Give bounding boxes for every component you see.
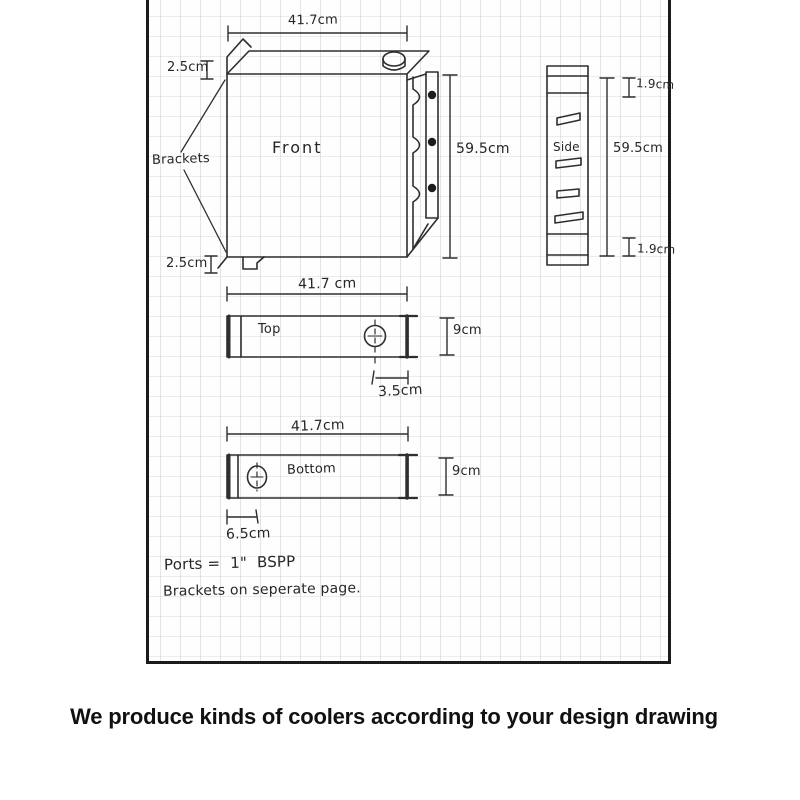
dim-label-side-height: 59.5cm [613, 141, 663, 156]
dim-label-side-bottom-inset: 1.9cm [636, 241, 676, 257]
brackets-callout-label: Brackets [151, 150, 211, 169]
bottom-view-label: Bottom [286, 461, 337, 478]
note-brackets: Brackets on seperate page. [162, 580, 362, 600]
dim-label-top-depth: 9cm [453, 323, 482, 338]
note-ports: Ports = 1" BSPP [163, 552, 296, 574]
dim-label-bottom-width: 41.7cm [290, 417, 345, 435]
caption-text: We produce kinds of coolers according to… [70, 704, 718, 729]
dim-label-top-port-offset: 3.5cm [377, 381, 423, 401]
dim-label-top-width: 41.7 cm [297, 275, 357, 293]
dim-label-bottom-port-offset: 6.5cm [225, 525, 271, 543]
dim-label-bracket-bottom: 2.5cm [166, 256, 208, 271]
side-view-label: Side [553, 140, 580, 154]
dim-label-bracket-top: 2.5cm [167, 60, 209, 75]
dim-label-bottom-depth: 9cm [452, 464, 481, 479]
front-view-label: Front [272, 138, 323, 157]
dim-label-side-top-inset: 1.9cm [635, 76, 675, 92]
dim-label-front-height: 59.5cm [456, 141, 510, 157]
dim-label-front-width: 41.7cm [287, 12, 339, 29]
top-view-label: Top [258, 322, 281, 337]
